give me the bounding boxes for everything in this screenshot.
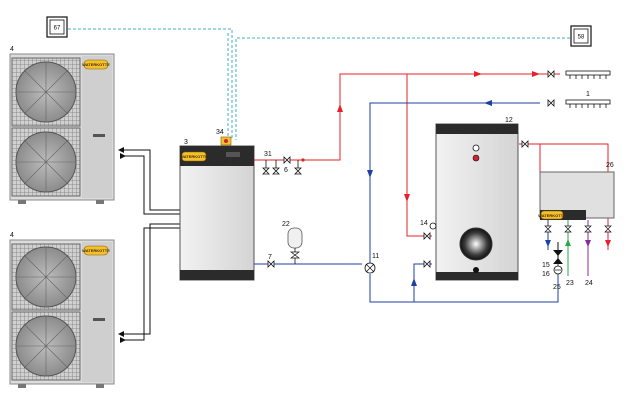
tank-sensor-label: 14 <box>420 220 428 227</box>
heating-circuit-label: 1 <box>586 91 590 98</box>
pump-group: 15 16 25 23 24 <box>542 250 593 291</box>
valve-7: 7 <box>267 254 275 268</box>
tank-outlet-valve <box>521 140 529 148</box>
outdoor-unit-bottom: WATERKOTTE 4 <box>9 232 115 388</box>
room-sensor-label: 58 <box>578 35 585 41</box>
outdoor-sensor-label: 67 <box>54 26 61 32</box>
refrigerant-arrows <box>118 147 126 343</box>
expansion-vessel-22: 22 <box>282 221 303 264</box>
return-arrows <box>367 100 492 286</box>
outdoor-unit-bottom-label: 4 <box>10 232 14 239</box>
expansion-vessel-label: 22 <box>282 221 290 228</box>
valve-23-label: 23 <box>566 280 574 287</box>
valve-6-label: 6 <box>284 167 288 174</box>
three-way-valve-11: 11 <box>364 253 379 274</box>
fresh-water-station-label: 26 <box>606 162 614 169</box>
refrigerant-lines <box>120 149 180 341</box>
safety-group-31: 31 <box>262 151 280 175</box>
outdoor-top-brand-logo: WATERKOTTE <box>82 62 110 67</box>
heating-circuit-manifold-top <box>547 70 611 79</box>
supply-arrows <box>337 71 540 202</box>
valve-7-label: 7 <box>268 254 272 261</box>
three-way-valve-label: 11 <box>372 253 379 260</box>
room-temperature-sensor: 58 <box>570 25 592 47</box>
valve-34-label: 34 <box>216 129 224 136</box>
outdoor-bottom-brand-logo: WATERKOTTE <box>82 248 110 253</box>
safety-group-label: 31 <box>264 151 272 158</box>
valve-6: 6 <box>283 156 305 175</box>
tank-sensor-14: 14 <box>420 220 437 230</box>
fresh-water-station-26: WATERKOTTE 26 <box>538 162 615 220</box>
station-valves <box>544 225 612 233</box>
tank-valve-lower <box>423 260 431 268</box>
station-arrows <box>545 239 611 247</box>
valve-24-label: 24 <box>585 280 593 287</box>
indoor-brand-logo: WATERKOTTE <box>180 154 208 159</box>
indoor-unit-label: 3 <box>184 139 188 146</box>
pump-25-label: 25 <box>553 284 561 291</box>
tank-valve-upper <box>423 232 431 240</box>
outdoor-temperature-sensor: 67 <box>46 16 68 38</box>
pump-16-label: 16 <box>542 271 550 278</box>
heating-circuit-manifold-bottom: 1 <box>547 91 611 108</box>
station-brand-logo: WATERKOTTE <box>538 213 566 218</box>
storage-tank-label: 12 <box>505 117 513 124</box>
outdoor-unit-top-label: 4 <box>10 46 14 53</box>
indoor-heat-pump-unit: WATERKOTTE 3 <box>179 139 255 281</box>
storage-tank-12: 12 <box>435 117 519 281</box>
outdoor-unit-top: WATERKOTTE 4 <box>9 46 115 204</box>
indoor-top-valve-34: 34 <box>216 129 232 146</box>
sensor-wiring <box>68 28 570 140</box>
pump-15-label: 15 <box>542 262 550 269</box>
